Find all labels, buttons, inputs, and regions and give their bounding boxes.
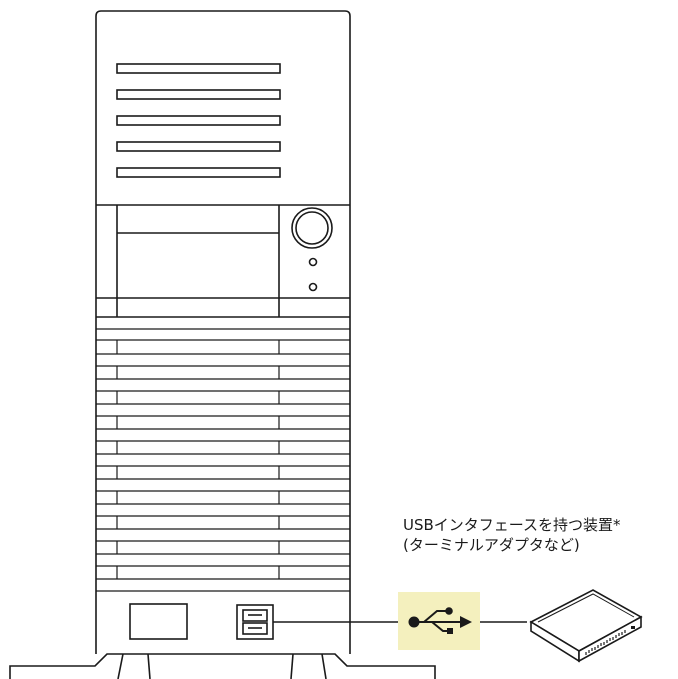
tower-stand bbox=[9, 653, 436, 679]
usb-icon bbox=[408, 607, 472, 634]
power-button-icon bbox=[291, 207, 333, 249]
external-device-icon bbox=[529, 589, 643, 663]
front-grille bbox=[96, 328, 350, 592]
usb-port-icon bbox=[236, 604, 274, 640]
device-caption-line2: (ターミナルアダプタなど) bbox=[403, 536, 580, 554]
status-led-icon bbox=[308, 257, 318, 267]
server-tower bbox=[9, 10, 436, 679]
device-caption-line1: USBインタフェースを持つ装置* bbox=[403, 516, 621, 534]
label-plate bbox=[129, 603, 188, 640]
status-led-icon bbox=[308, 282, 318, 292]
tower-body bbox=[95, 10, 351, 654]
top-vents bbox=[116, 63, 281, 178]
